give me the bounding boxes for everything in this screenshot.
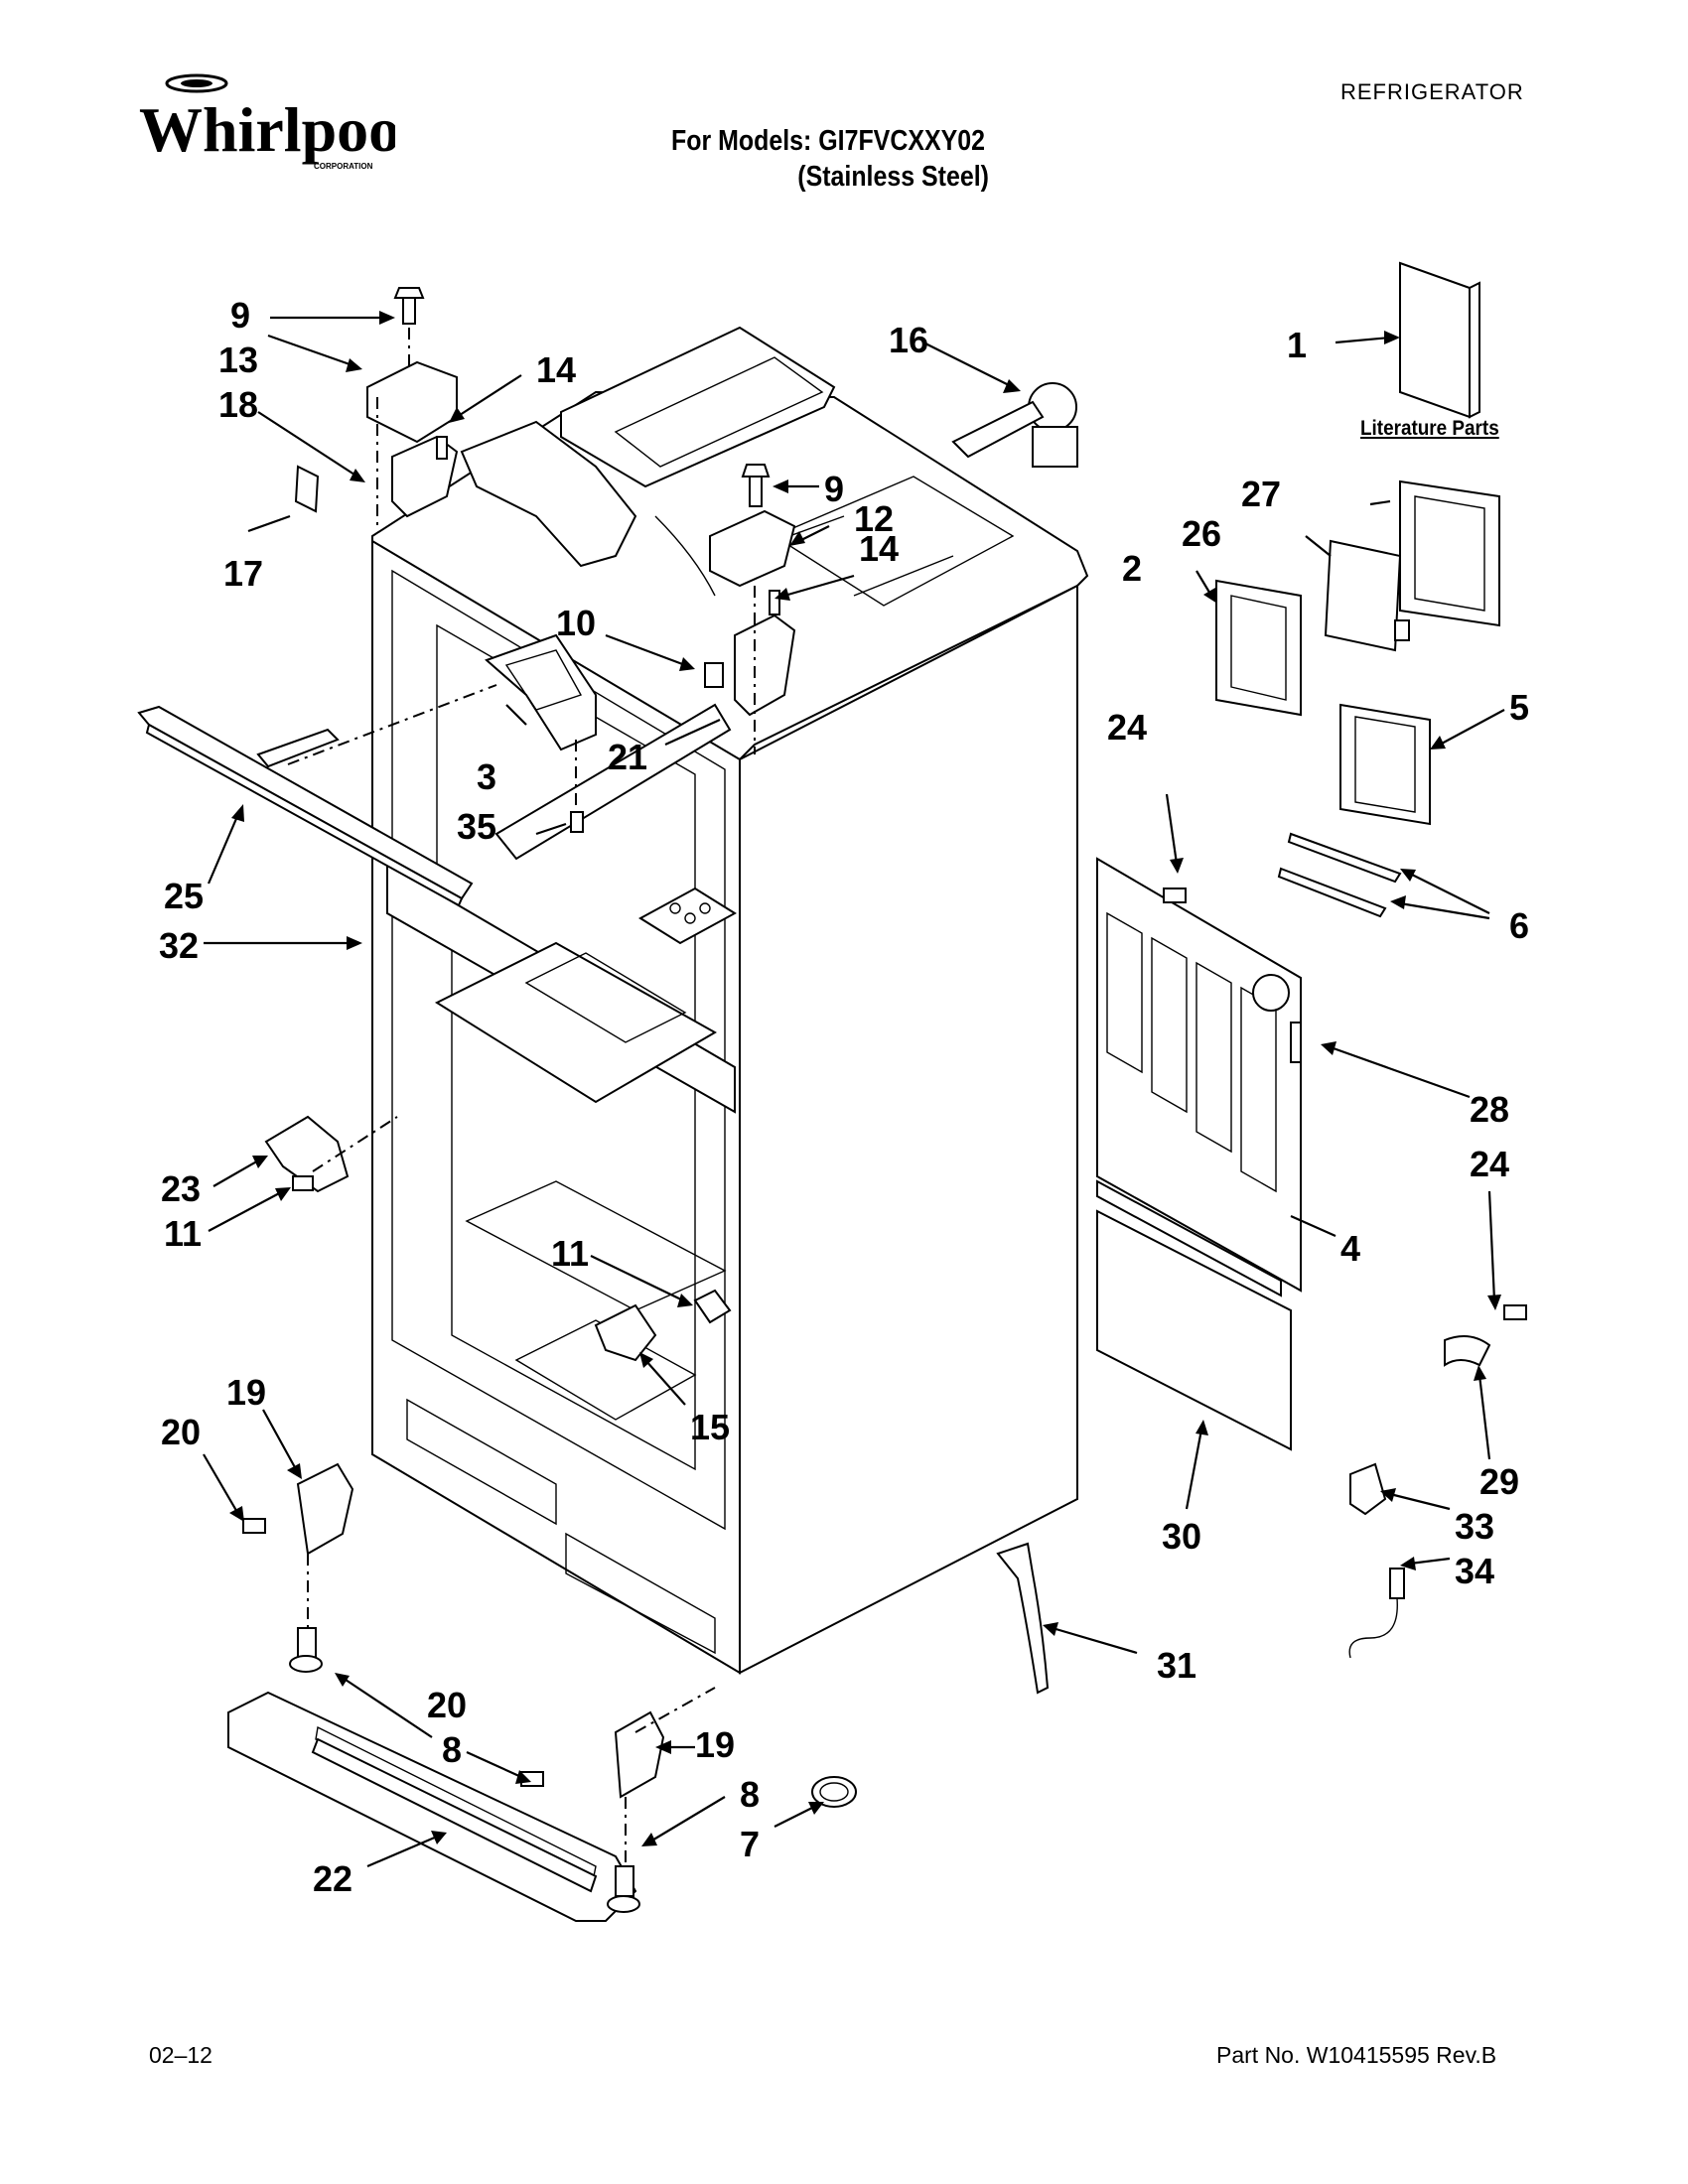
callout-14a: 14 [536,349,576,390]
whirlpool-swirl-logo-icon: Whirlpool CORPORATION [139,73,418,171]
callout-11a: 11 [164,1213,202,1254]
document-type: REFRIGERATOR [1340,79,1524,104]
control-boards [1215,479,1500,918]
part-16-valve [951,382,1078,468]
models-heading: For Models: GI7FVCXXY02 (Stainless Steel… [671,123,989,195]
callout-17: 17 [223,553,263,594]
callout-24a: 24 [1107,707,1147,748]
callout-32: 32 [159,925,199,966]
callout-34: 34 [1455,1551,1494,1591]
callout-numbers: 1 2 3 4 5 6 7 8 8 9 9 10 11 11 12 13 14 … [159,295,1529,1899]
brand-subtitle: CORPORATION [314,162,373,171]
callout-25: 25 [164,876,204,916]
callout-33: 33 [1455,1506,1494,1547]
part-3-bracket [485,633,597,833]
top-hinge-center [704,464,796,754]
callout-30: 30 [1162,1516,1201,1557]
rear-access-panels [1096,857,1302,1451]
part-23-bracket [264,1115,732,1362]
callout-7: 7 [740,1824,760,1864]
part-25-rail [137,684,497,907]
callout-5: 5 [1509,687,1529,728]
callout-15: 15 [690,1407,730,1447]
callout-3: 3 [477,756,496,797]
callout-14b: 14 [859,528,899,569]
callout-18: 18 [218,384,258,425]
callout-29: 29 [1479,1461,1519,1502]
brand-wordmark: Whirlpool [139,94,395,165]
brand-logo: Whirlpool CORPORATION [137,69,418,179]
callout-27: 27 [1241,474,1281,514]
callout-11b: 11 [551,1233,589,1274]
callout-28: 28 [1470,1089,1509,1130]
callout-8a: 8 [442,1729,462,1770]
part-number: Part No. W10415595 Rev.B [1216,2042,1497,2068]
misc-small-parts [996,1304,1527,1695]
part-1-literature [1399,261,1480,419]
callout-1: 1 [1287,325,1307,365]
models-line-2: (Stainless Steel) [797,161,989,193]
callout-20b: 20 [427,1685,467,1725]
callout-21: 21 [608,737,647,777]
callout-9b: 9 [824,469,844,509]
callout-35: 35 [457,806,496,847]
callout-10: 10 [556,603,596,643]
leader-lines [203,311,1505,1868]
callout-4: 4 [1340,1228,1360,1269]
base-grille-and-levelers [227,1462,857,1922]
callout-8b: 8 [740,1774,760,1815]
callout-19b: 19 [695,1724,735,1765]
callout-31: 31 [1157,1645,1196,1686]
callout-2: 2 [1122,548,1142,589]
callout-24b: 24 [1470,1144,1509,1184]
callout-16: 16 [889,320,928,360]
top-hinge-left [294,287,459,526]
callout-9a: 9 [230,295,250,336]
literature-parts-label: Literature Parts [1360,417,1499,440]
callout-12: 12 [854,498,894,539]
revision-date: 02–12 [149,2042,212,2068]
callout-19a: 19 [226,1372,266,1413]
callout-23: 23 [161,1168,201,1209]
callout-26: 26 [1182,513,1221,554]
models-line-1: For Models: GI7FVCXXY02 [671,125,985,157]
callout-20a: 20 [161,1412,201,1452]
callout-22: 22 [313,1858,352,1899]
callout-6: 6 [1509,905,1529,946]
callout-13: 13 [218,340,258,380]
